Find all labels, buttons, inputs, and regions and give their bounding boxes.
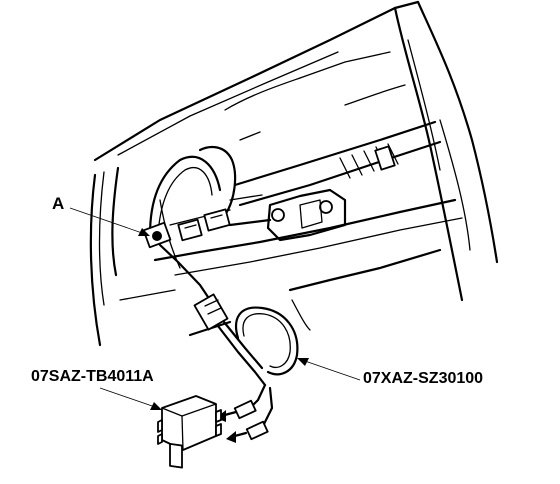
callout-leaders — [69, 207, 361, 410]
wire-harness — [142, 145, 237, 249]
callout-label-a: A — [52, 194, 65, 213]
callout-label-test-tool: 07SAZ-TB4011A — [31, 368, 154, 385]
extension-cable — [158, 243, 299, 430]
callout-label-cable: 07XAZ-SZ30100 — [363, 370, 484, 387]
dashboard-structure — [89, 0, 499, 347]
cable-plugs — [216, 399, 269, 443]
test-tool-box — [157, 395, 222, 469]
steering-column — [228, 120, 442, 242]
